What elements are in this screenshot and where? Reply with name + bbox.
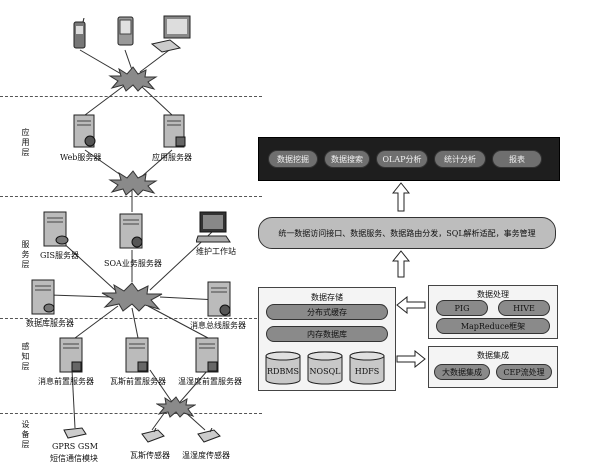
layer-divider — [0, 318, 262, 319]
pig-item: PIG — [436, 300, 488, 316]
top-pill-data-search[interactable]: 数据搜索 — [324, 150, 370, 168]
layer-label-perception: 感知层 — [21, 342, 30, 372]
gprs-module-label-2: 短信通信模块 — [50, 454, 98, 463]
gis-server-label: GIS服务器 — [40, 251, 80, 260]
gprs-module-icon — [63, 427, 87, 439]
distributed-cache: 分布式缓存 — [266, 304, 388, 320]
layer-divider — [0, 196, 262, 197]
rdbms-db: RDBMS — [267, 366, 299, 376]
db-server-icon — [31, 279, 55, 315]
gas-sensor-icon — [141, 428, 165, 443]
top-pill-data-mining[interactable]: 数据挖掘 — [268, 150, 318, 168]
db-server-label: 数据库服务器 — [26, 319, 74, 328]
layer-label-application: 应用层 — [21, 128, 30, 158]
hive-item: HIVE — [498, 300, 550, 316]
top-pill-report[interactable]: 报表 — [492, 150, 542, 168]
left-arrow-icon — [396, 296, 426, 314]
network-cloud-icon — [101, 282, 163, 312]
storage-title: 数据存储 — [311, 293, 343, 302]
workstation-icon — [196, 211, 231, 243]
soa-server-icon — [119, 213, 143, 249]
temp-sensor-label: 温湿度传感器 — [182, 451, 230, 460]
mapreduce-framework: MapReduce框架 — [436, 318, 550, 334]
hdfs-db: HDFS — [354, 366, 380, 376]
network-cloud-icon — [108, 66, 158, 92]
app-server-label: 应用服务器 — [152, 153, 192, 162]
db-cylinders — [265, 351, 385, 385]
layer-divider — [0, 413, 262, 414]
unified-interface-bar: 统一数据访问接口、数据服务、数据路由分发，SQL解析适配，事务管理 — [258, 217, 556, 249]
msg-front-server-icon — [59, 337, 83, 373]
layer-divider — [0, 96, 262, 97]
in-memory-db: 内存数据库 — [266, 326, 388, 342]
temp-front-server-label: 温湿度前置服务器 — [178, 377, 242, 386]
gas-sensor-label: 瓦斯传感器 — [130, 451, 170, 460]
soa-server-label: SOA业务服务器 — [104, 259, 162, 268]
network-cloud-icon — [108, 170, 158, 196]
gas-front-server-icon — [125, 337, 149, 373]
network-cloud-icon — [156, 396, 196, 418]
msg-front-server-label: 消息前置服务器 — [38, 377, 94, 386]
temp-sensor-icon — [197, 428, 221, 443]
app-server-icon — [163, 114, 186, 148]
cep-stream: CEP流处理 — [496, 364, 552, 380]
mobile-phone-icon — [73, 18, 86, 49]
computer-icon — [150, 15, 191, 53]
gas-front-server-label: 瓦斯前置服务器 — [110, 377, 166, 386]
processing-title: 数据处理 — [477, 290, 509, 299]
temp-front-server-icon — [195, 337, 219, 373]
web-server-label: Web服务器 — [60, 153, 102, 162]
up-arrow-icon — [392, 250, 410, 278]
gis-server-icon — [43, 211, 69, 247]
web-server-icon — [73, 114, 96, 148]
maint-station-label: 维护工作站 — [196, 247, 236, 256]
big-data-integration: 大数据集成 — [434, 364, 490, 380]
msg-bus-server-label: 消息总线服务器 — [190, 321, 246, 330]
gprs-module-label-1: GPRS GSM — [52, 442, 98, 451]
layer-label-service: 服务层 — [21, 240, 30, 270]
nosql-db: NOSQL — [309, 366, 341, 376]
pda-icon — [117, 16, 134, 46]
layer-label-device: 设备层 — [21, 420, 30, 450]
right-arrow-icon — [396, 350, 426, 368]
msg-bus-server-icon — [207, 281, 231, 317]
top-pill-stats[interactable]: 统计分析 — [434, 150, 486, 168]
integration-title: 数据集成 — [477, 351, 509, 360]
unified-interface-text: 统一数据访问接口、数据服务、数据路由分发，SQL解析适配，事务管理 — [278, 228, 536, 238]
up-arrow-icon — [392, 182, 410, 212]
top-pill-olap[interactable]: OLAP分析 — [376, 150, 428, 168]
